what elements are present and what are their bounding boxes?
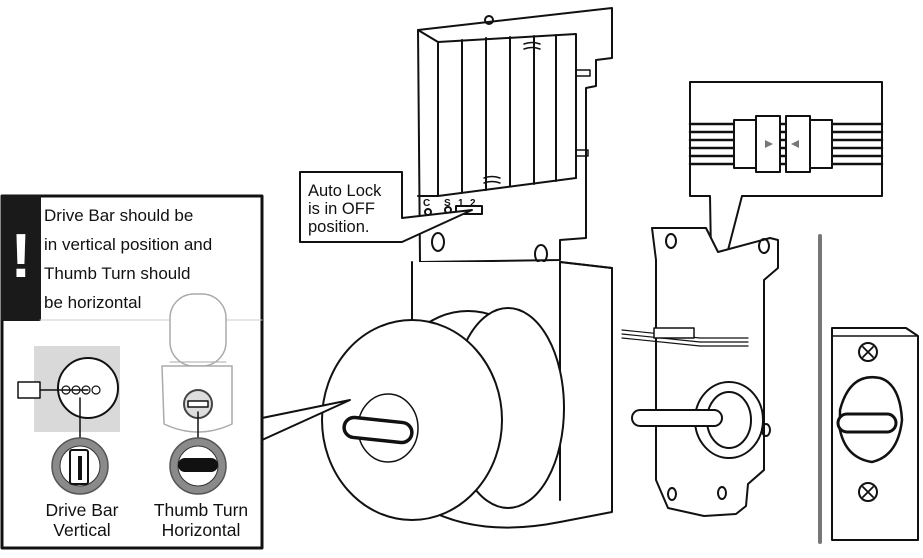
thumb-turn-caption-line: Thumb Turn	[153, 500, 249, 520]
auto-lock-line: position.	[308, 218, 370, 236]
switch-label-c: C	[423, 198, 431, 209]
switch-label-s: S	[444, 198, 451, 209]
exclamation-icon: !	[10, 222, 32, 291]
auto-lock-line: is in OFF	[308, 200, 375, 218]
warning-panel	[0, 194, 351, 550]
mounting-plate	[621, 227, 779, 517]
drive-bar-caption-line: Drive Bar	[45, 500, 119, 520]
auto-lock-callout-box	[299, 171, 473, 243]
lock-knob	[321, 307, 565, 521]
switch-label-2: 2	[470, 198, 476, 209]
warning-line: be horizontal	[44, 293, 142, 312]
switch-label-1: 1	[458, 198, 464, 209]
drive-bar-caption-line: Vertical	[53, 520, 111, 540]
door-latch	[818, 234, 919, 544]
warning-line: Drive Bar should be	[44, 206, 194, 225]
thumb-turn-caption-line: Horizontal	[161, 520, 241, 540]
auto-lock-line: Auto Lock	[308, 182, 382, 200]
warning-line: Thumb Turn should	[44, 264, 191, 283]
warning-line: in vertical position and	[44, 235, 213, 254]
